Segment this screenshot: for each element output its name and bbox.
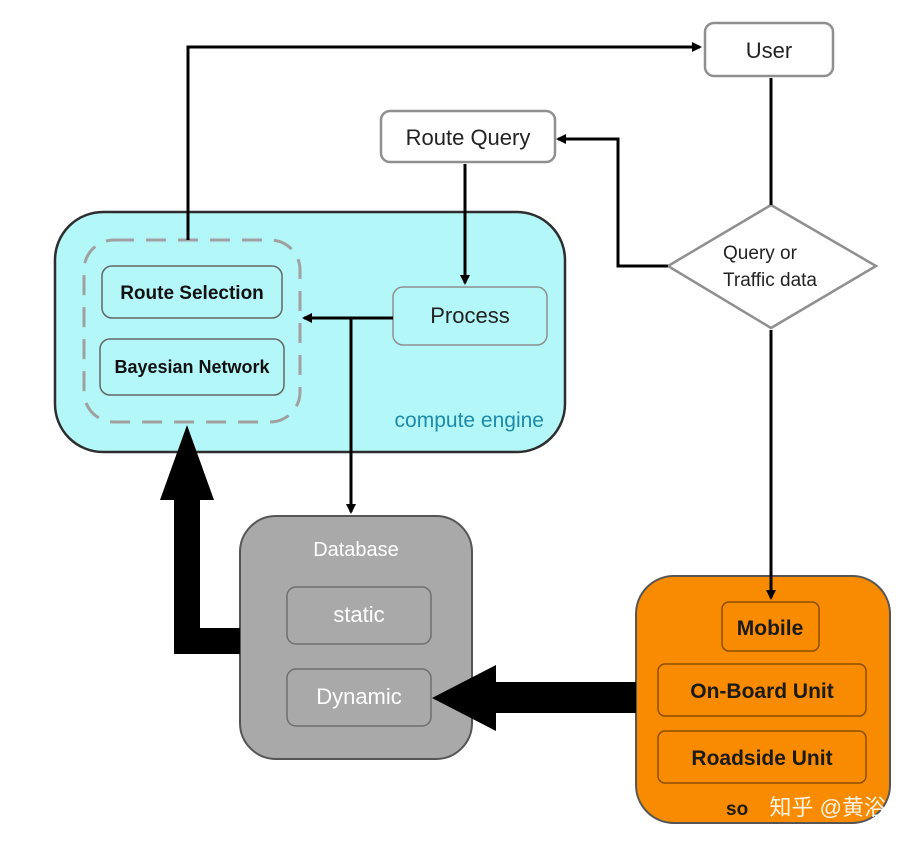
query-or-traffic-decision: [665, 203, 879, 330]
route-query-box: [379, 109, 557, 164]
user-label: User: [746, 38, 792, 63]
model-group-dashed-box: [82, 238, 302, 424]
route-selection-box: [101, 265, 283, 319]
process-box: [392, 286, 548, 346]
process-label: Process: [430, 303, 509, 328]
on-board-unit-box: [657, 663, 867, 717]
static-label: static: [333, 602, 384, 627]
compute-engine-label: compute engine: [395, 409, 544, 432]
route-selection-label: Route Selection: [120, 283, 264, 304]
static-box: [286, 586, 432, 645]
mobile-box: [721, 601, 820, 652]
on-board-unit-label: On-Board Unit: [690, 680, 833, 703]
arrow-route-selection-to-user: [186, 42, 702, 240]
thick-arrow-sources-to-dynamic: [432, 665, 636, 731]
bayesian-network-label: Bayesian Network: [114, 357, 270, 377]
sources-label: so: [726, 799, 748, 820]
arrow-decision-to-route-query: [556, 134, 668, 268]
roadside-unit-label: Roadside Unit: [691, 747, 832, 770]
decision-label-line2: Traffic data: [723, 270, 817, 291]
mobile-label: Mobile: [737, 617, 804, 640]
decision-label-line1: Query or: [723, 243, 798, 264]
dynamic-box: [286, 668, 432, 727]
dynamic-label: Dynamic: [316, 684, 402, 709]
route-query-label: Route Query: [406, 125, 531, 150]
database-title: Database: [313, 539, 399, 561]
user-box: [703, 21, 835, 78]
watermark-text: 知乎 @黄浴: [770, 795, 886, 820]
thick-arrow-database-to-compute-engine: [160, 425, 240, 654]
roadside-unit-box: [657, 730, 867, 784]
bayesian-network-box: [99, 338, 285, 396]
